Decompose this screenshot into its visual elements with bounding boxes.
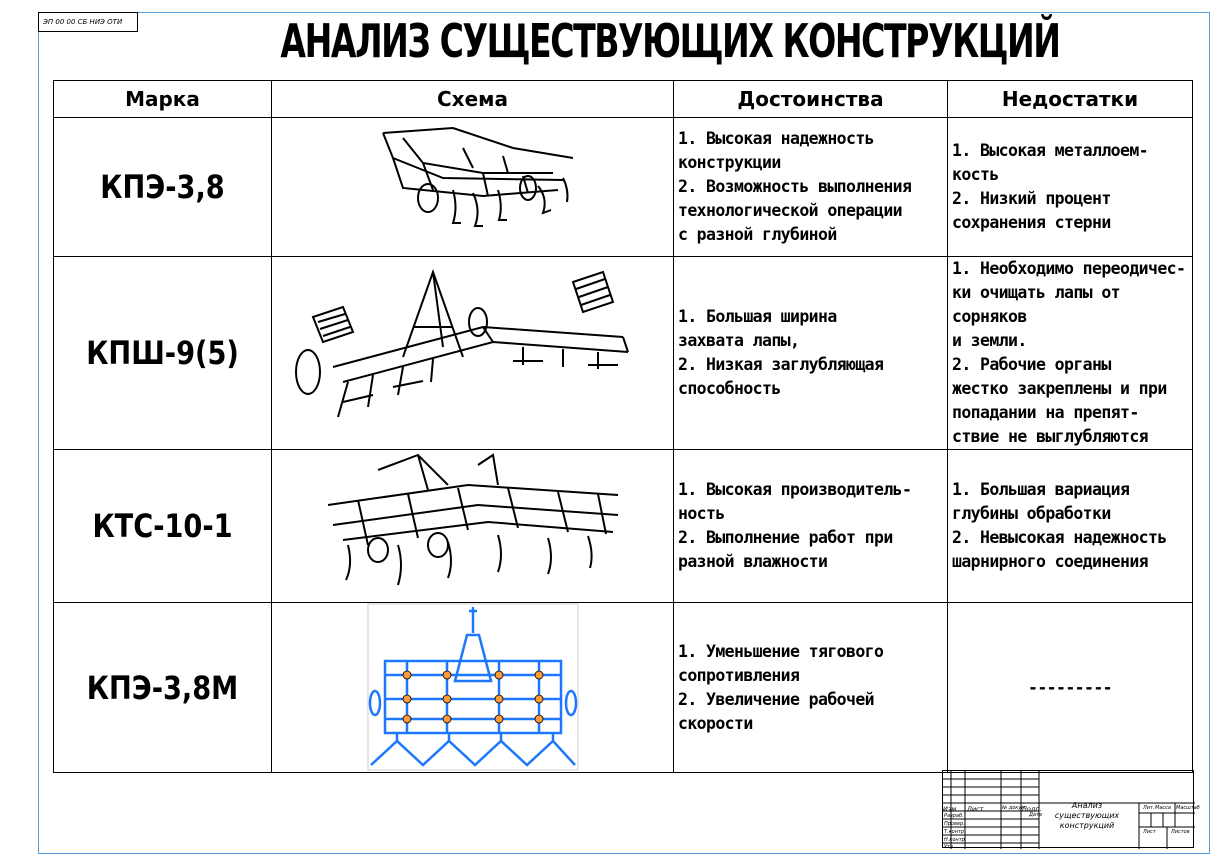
scheme-drawing: [272, 603, 673, 772]
disadvantages-cell: 1. Необходимо переодичес- ки очищать лап…: [947, 256, 1193, 450]
disadvantages-text: 1. Большая вариация глубины обработки 2.…: [952, 480, 1167, 571]
cultivator-kpe-drawing: [381, 126, 573, 227]
stamp-label-developer: Разраб.: [944, 813, 964, 819]
advantages-text: 1. Большая ширина захвата лапы, 2. Низка…: [678, 307, 884, 398]
document-code-stamp: ЭП 00 00 СБ НИЭ ОТИ: [38, 12, 138, 32]
stamp-label-sheet: Лист: [967, 805, 984, 813]
advantages-cell: 1. Уменьшение тягового сопротивления 2. …: [673, 602, 948, 773]
page-title: АНАЛИЗ СУЩЕСТВУЮЩИХ КОНСТРУКЦИЙ: [280, 14, 1061, 68]
brand-label: КПШ-9(5): [86, 334, 239, 372]
brand-cell: КТС-10-1: [53, 449, 272, 603]
table-row: КТС-10-1: [53, 449, 1193, 603]
table-row: КПЭ-3,8М: [53, 602, 1193, 773]
table-row: КПЭ-3,8: [53, 117, 1193, 257]
advantages-cell: 1. Высокая производитель- ность 2. Выпол…: [673, 449, 948, 603]
drawing-frame: [38, 12, 1210, 854]
advantages-text: 1. Высокая производитель- ность 2. Выпол…: [678, 480, 912, 571]
document-code: ЭП 00 00 СБ НИЭ ОТИ: [43, 18, 123, 26]
stamp-label-scale: Масштаб: [1176, 805, 1200, 811]
brand-cell: КПЭ-3,8М: [53, 602, 272, 773]
stamp-label-date: Дата: [1029, 812, 1042, 818]
scheme-drawing: [272, 257, 673, 449]
scheme-cell: [271, 602, 674, 773]
brand-cell: КПЭ-3,8: [53, 117, 272, 257]
brand-label: КПЭ-3,8М: [86, 668, 239, 707]
disadvantages-cell: 1. Высокая металлоем- кость 2. Низкий пр…: [947, 117, 1193, 257]
disadvantages-cell: ---------: [947, 602, 1193, 773]
brand-cell: КПШ-9(5): [53, 256, 272, 450]
cultivator-kpe-m-blueprint: [367, 603, 578, 771]
header-brand: Марка: [53, 80, 272, 118]
scheme-cell: [271, 117, 674, 257]
cultivator-kpsh-drawing: [294, 268, 629, 418]
stamp-label-norm-control: Н.контр.: [944, 837, 967, 843]
title-block-grid: [943, 771, 1195, 849]
stamp-label-doc-no: № докум.: [1002, 805, 1027, 811]
brand-label: КТС-10-1: [92, 507, 233, 545]
title-block: Изм Лист № докум. Подп. Дата Разраб. Про…: [942, 770, 1200, 850]
header-advantages: Достоинства: [673, 80, 948, 118]
scheme-cell: [271, 256, 674, 450]
stamp-label-letter: Лит.: [1143, 805, 1155, 811]
advantages-cell: 1. Большая ширина захвата лапы, 2. Низка…: [673, 256, 948, 450]
scheme-drawing: [272, 118, 673, 256]
advantages-text: 1. Уменьшение тягового сопротивления 2. …: [678, 641, 884, 733]
scheme-drawing: [272, 450, 673, 602]
scheme-cell: [271, 449, 674, 603]
stamp-label-sheet-no: Лист: [1143, 829, 1156, 835]
table-row: КПШ-9(5): [53, 256, 1193, 450]
disadvantages-text: 1. Необходимо переодичес- ки очищать лап…: [952, 259, 1186, 446]
stamp-label-checked: Провер.: [944, 821, 965, 827]
advantages-text: 1. Высокая надежность конструкции 2. Воз…: [678, 129, 912, 244]
disadvantages-text: ---------: [1027, 677, 1113, 697]
brand-label: КПЭ-3,8: [100, 168, 225, 206]
stamp-label-mass: Масса: [1155, 805, 1171, 811]
disadvantages-cell: 1. Большая вариация глубины обработки 2.…: [947, 449, 1193, 603]
stamp-label-tech-control: Т.контр.: [944, 829, 966, 835]
stamp-label-rev: Изм: [943, 805, 957, 813]
advantages-cell: 1. Высокая надежность конструкции 2. Воз…: [673, 117, 948, 257]
constructions-table: Марка Схема Достоинства Недостатки КПЭ-3…: [53, 80, 1193, 773]
table-header-row: Марка Схема Достоинства Недостатки: [53, 80, 1193, 118]
stamp-label-sheets: Листов: [1171, 829, 1190, 835]
header-disadvantages: Недостатки: [947, 80, 1193, 118]
disadvantages-text: 1. Высокая металлоем- кость 2. Низкий пр…: [952, 141, 1149, 232]
header-scheme: Схема: [271, 80, 674, 118]
cultivator-kts-drawing: [327, 453, 618, 586]
stamp-drawing-name: Анализ существующих конструкций: [1054, 801, 1120, 830]
stamp-label-approved: Утв.: [944, 844, 955, 850]
stamp-label-sign: Подп.: [1022, 805, 1042, 813]
